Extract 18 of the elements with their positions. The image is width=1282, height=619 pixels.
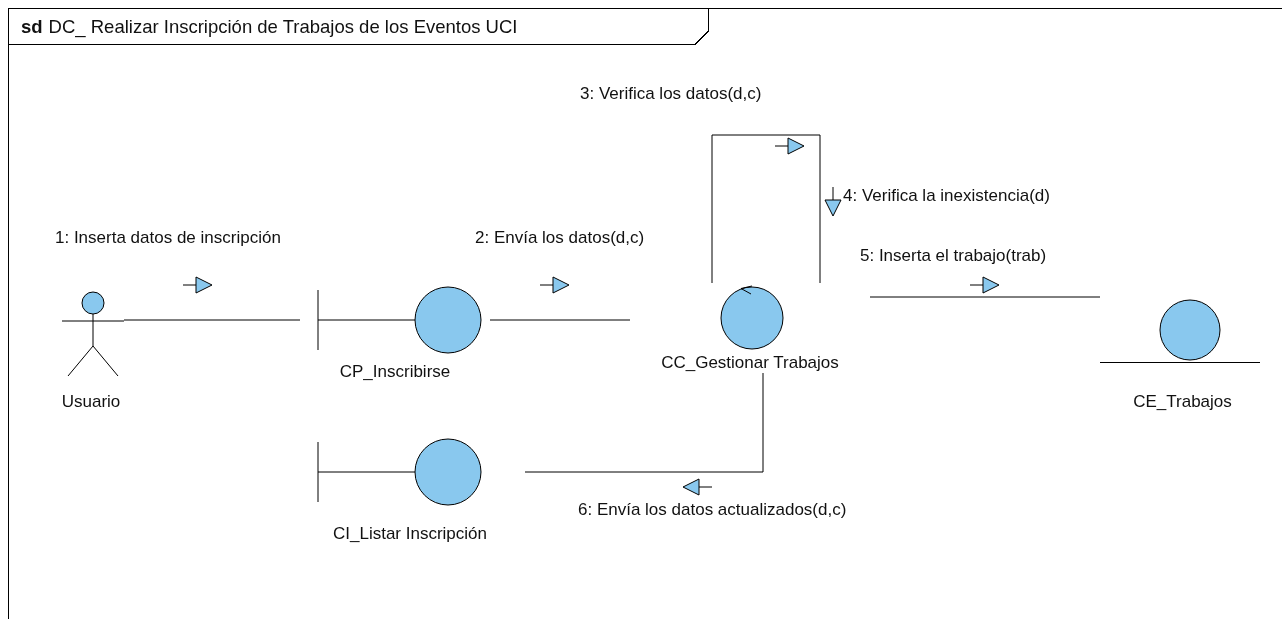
edge-label: 2: Envía los datos(d,c) [475,228,645,248]
edge-label: 6: Envía los datos actualizados(d,c) [578,500,847,520]
object-name: CC_Gestionar Trabajos [660,353,840,373]
edge-label: 3: Verifica los datos(d,c) [580,84,762,104]
link-line [524,372,764,473]
frame [8,8,1282,619]
message-label: 4: Verifica la inexistencia(d) [843,186,1050,206]
object-name: CI_Listar Inscripción [332,524,488,544]
object-name: Usuario [60,392,122,412]
edge-label: 1: Inserta datos de inscripción [55,228,281,248]
object-name: CE_Trabajos [1132,392,1233,412]
object-name: CP_Inscribirse [338,362,452,382]
link-line [489,319,631,321]
link-line [869,296,1101,298]
link-line [123,319,301,321]
edge-label: 5: Inserta el trabajo(trab) [860,246,1047,266]
frame-heading: sd DC_ Realizar Inscripción de Trabajos de los Eventos UCI [9,9,709,45]
link-line [711,134,821,284]
